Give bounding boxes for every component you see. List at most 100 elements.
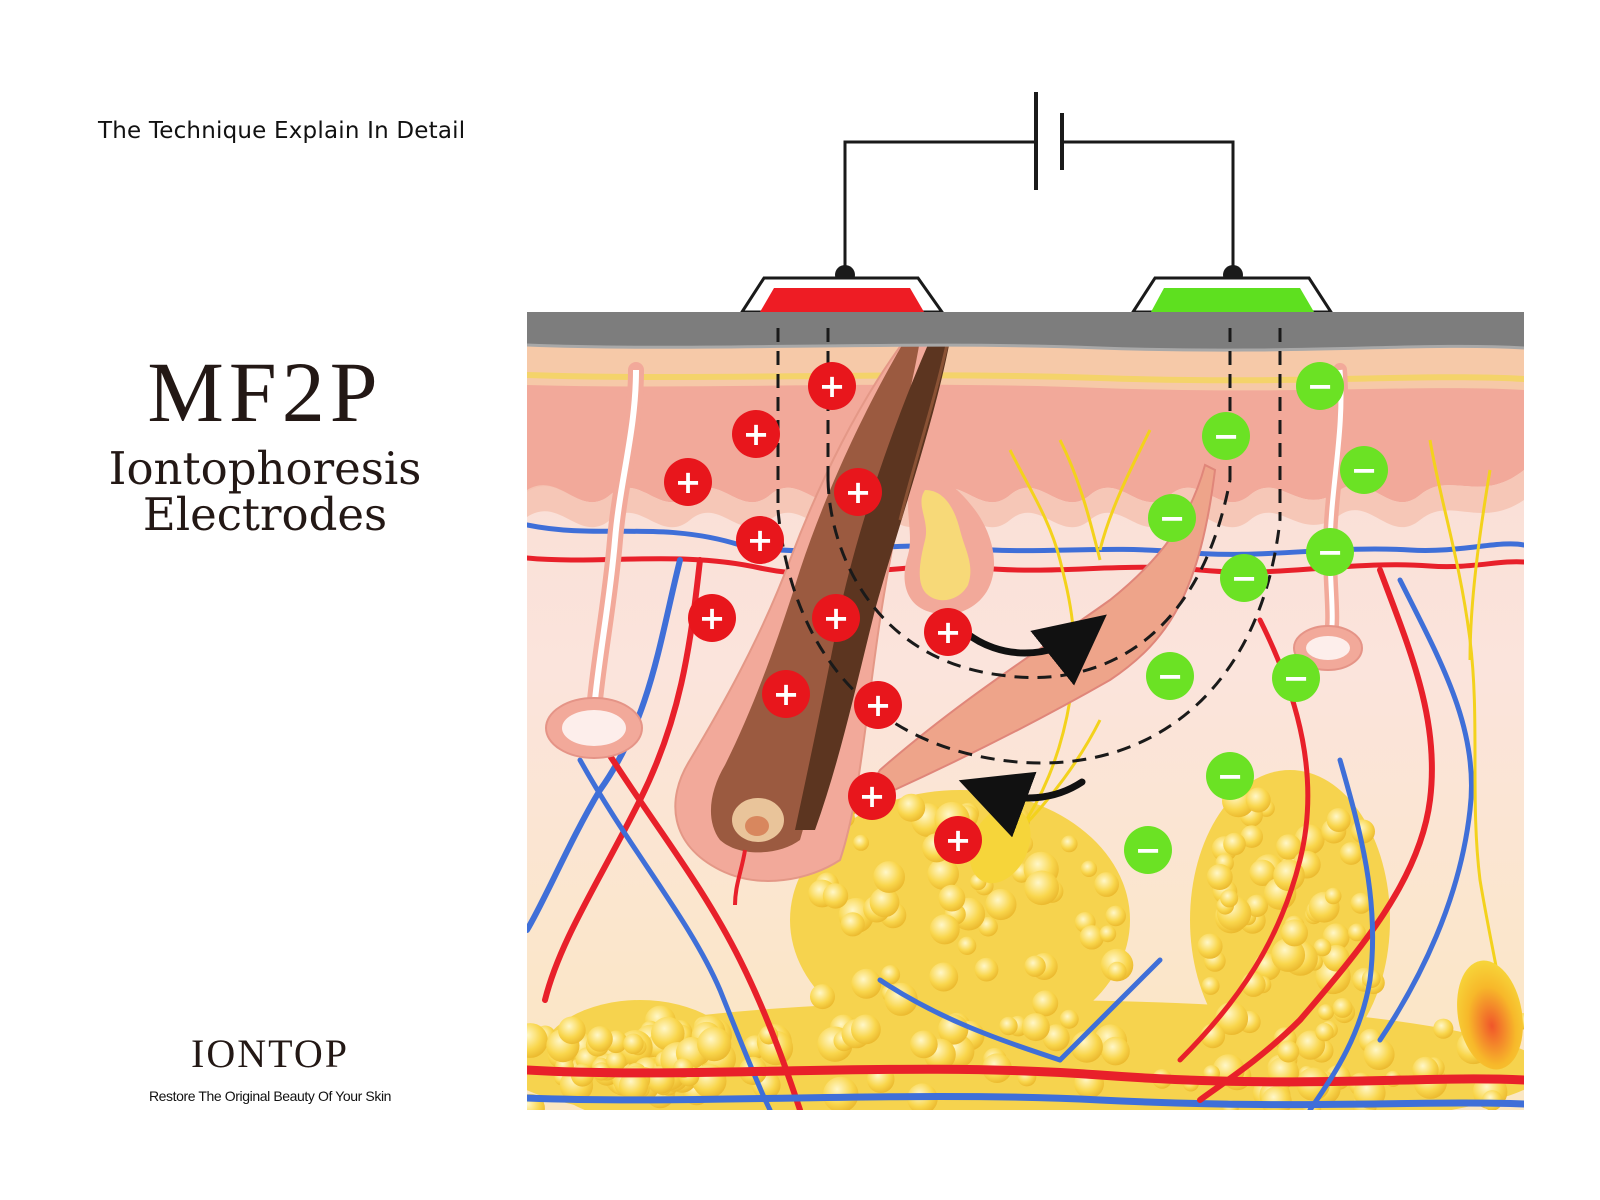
positive-electrode-pad <box>760 288 924 312</box>
fat-cell <box>1339 842 1363 865</box>
negative-ion: − <box>1296 362 1344 410</box>
fat-cell <box>1101 1036 1130 1066</box>
negative-electrode <box>1130 276 1334 314</box>
positive-ion-symbol: + <box>865 686 892 724</box>
positive-ion: + <box>688 594 736 642</box>
fat-cell <box>1105 905 1126 927</box>
fat-cell <box>1094 872 1119 897</box>
tagline: The Technique Explain In Detail <box>98 118 466 144</box>
negative-ion: − <box>1272 654 1320 702</box>
fat-cell <box>1275 834 1302 860</box>
negative-ion: − <box>1146 652 1194 700</box>
fat-cell <box>619 1071 649 1101</box>
positive-ion-symbol: + <box>747 521 774 559</box>
fat-cell <box>1245 894 1269 917</box>
fat-cell <box>1206 864 1233 890</box>
fat-cell <box>1350 892 1372 914</box>
negative-ion-symbol: − <box>1231 559 1258 597</box>
fat-cell <box>1223 832 1246 856</box>
fat-cell <box>1281 919 1308 947</box>
fat-cell <box>1021 1013 1050 1042</box>
fat-cell <box>851 1014 881 1045</box>
fat-cell <box>822 883 849 909</box>
positive-ion: + <box>924 608 972 656</box>
fat-cell <box>697 1027 732 1062</box>
fat-cell <box>985 888 1017 921</box>
fat-cell <box>880 965 901 985</box>
fat-cell <box>869 887 900 918</box>
fat-cell <box>1315 1022 1334 1042</box>
fat-cell <box>897 793 926 822</box>
fat-cell <box>1433 1018 1454 1039</box>
fat-cell <box>1313 938 1332 957</box>
battery-symbol <box>1034 92 1064 190</box>
fat-cell <box>1059 1009 1079 1029</box>
title-block: MF2P Iontophoresis Electrodes <box>60 349 470 538</box>
ions: + + + + + + + + + + + + − − − − − − − − − − <box>664 362 1388 874</box>
positive-ion: + <box>848 772 896 820</box>
negative-ion-symbol: − <box>1217 757 1244 795</box>
fat-cell <box>929 914 960 945</box>
positive-ion: + <box>736 516 784 564</box>
negative-ion: − <box>1148 494 1196 542</box>
fat-cell <box>853 834 869 851</box>
fat-cell <box>999 1016 1018 1036</box>
positive-ion: + <box>664 458 712 506</box>
positive-ion-symbol: + <box>945 821 972 859</box>
positive-ion-symbol: + <box>675 463 702 501</box>
circuit-wires <box>843 140 1235 275</box>
positive-ion-symbol: + <box>845 473 872 511</box>
fat-cell <box>1324 887 1342 905</box>
fat-cell <box>822 1076 859 1110</box>
positive-ion-symbol: + <box>743 415 770 453</box>
subtitle: Iontophoresis Electrodes <box>60 446 470 538</box>
fat-cell <box>1099 925 1117 943</box>
positive-ion-symbol: + <box>819 367 846 405</box>
fat-cell <box>1024 870 1059 906</box>
negative-electrode-pad <box>1151 288 1314 312</box>
negative-ion-symbol: − <box>1283 659 1310 697</box>
negative-ion: − <box>1306 528 1354 576</box>
ion-movement-arrows <box>958 614 1107 838</box>
negative-ion-symbol: − <box>1307 367 1334 405</box>
fat-cell <box>1348 923 1366 942</box>
fat-cell <box>1080 860 1098 877</box>
positive-ion-symbol: + <box>773 675 800 713</box>
negative-ion-symbol: − <box>1157 657 1184 695</box>
skin-surface-layer <box>527 312 1524 351</box>
fat-cell <box>957 936 977 955</box>
negative-ion: − <box>1202 412 1250 460</box>
fat-cell <box>1060 835 1078 853</box>
fat-cell <box>527 1023 548 1058</box>
fat-cell <box>851 968 882 999</box>
fat-cell <box>1271 938 1306 972</box>
subtitle-line-2: Electrodes <box>142 488 388 541</box>
fat-cell <box>1245 787 1271 813</box>
fat-cell <box>1197 933 1223 959</box>
fat-cell <box>938 884 966 912</box>
brand-name: IONTOP <box>191 1031 349 1076</box>
fat-cell <box>587 1026 613 1052</box>
negative-ion: − <box>1124 826 1172 874</box>
fat-cell <box>927 858 959 890</box>
positive-electrode <box>739 276 945 314</box>
pacinian-corpuscle <box>1457 960 1523 1070</box>
blood-vessels <box>527 522 1524 1110</box>
fat-cell <box>605 1051 627 1072</box>
fat-cell <box>978 916 998 937</box>
negative-ion-symbol: − <box>1135 831 1162 869</box>
fat-cell <box>909 1030 938 1059</box>
positive-ion-symbol: + <box>859 777 886 815</box>
positive-ion: + <box>812 594 860 642</box>
positive-ion-symbol: + <box>699 599 726 637</box>
negative-ion-symbol: − <box>1351 451 1378 489</box>
fat-cell <box>558 1016 586 1045</box>
skin-cross-section <box>527 312 1524 1110</box>
positive-ion-symbol: + <box>823 599 850 637</box>
fat-cell <box>810 984 835 1010</box>
fat-cell <box>1042 1024 1070 1052</box>
fat-cell <box>1363 1039 1395 1070</box>
fat-cell <box>1277 1040 1300 1063</box>
negative-ion-symbol: − <box>1159 499 1186 537</box>
positive-ion: + <box>854 681 902 729</box>
